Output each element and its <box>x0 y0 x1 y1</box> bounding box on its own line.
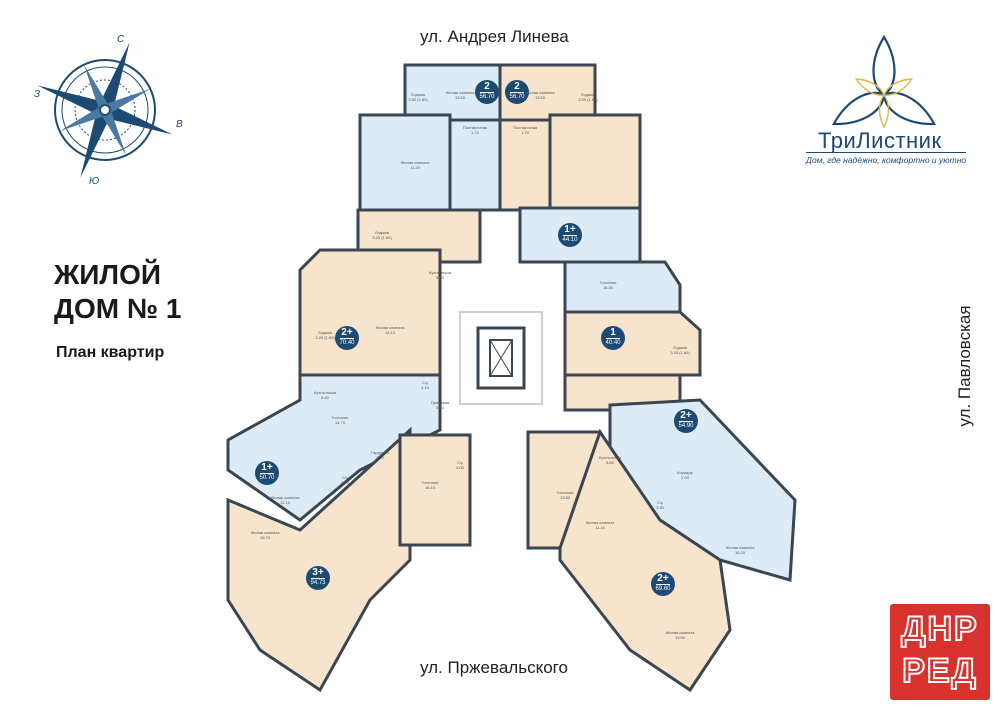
apartment-area[interactable] <box>398 433 472 547</box>
apartment-area[interactable] <box>298 248 442 377</box>
apartment-badge[interactable]: 2+70.40 <box>335 326 359 350</box>
compass-south-label: Ю <box>89 176 100 187</box>
plan-subtitle: План квартир <box>56 344 165 361</box>
apartment-badge[interactable]: 2+54.90 <box>674 409 698 433</box>
compass-rose-icon <box>37 42 173 178</box>
compass-north-label: С <box>117 34 125 45</box>
apartment-area[interactable] <box>226 373 442 522</box>
logo-name: ТриЛистник <box>818 128 942 153</box>
apartment-area[interactable] <box>548 113 642 212</box>
apartment-shapes <box>226 63 797 693</box>
apartment-area[interactable] <box>558 428 732 693</box>
apartment-badge[interactable]: 2+69.60 <box>651 572 675 596</box>
apartment-area[interactable] <box>563 310 702 377</box>
building-title: ЖИЛОЙ ДОМ № 1 <box>54 258 181 326</box>
title-line-2: ДОМ № 1 <box>54 293 182 324</box>
street-bottom: ул. Пржевальского <box>420 658 568 677</box>
compass-west-label: З <box>34 89 41 100</box>
street-top: ул. Андрея Линева <box>420 27 569 46</box>
apartment-badge[interactable]: 1+44.10 <box>558 223 582 247</box>
stair-core <box>459 311 543 405</box>
apartment-badge[interactable]: 1+50.70 <box>255 461 279 485</box>
dnr-red-watermark: ДНР РЕД <box>890 604 990 700</box>
street-right: ул. Павловская <box>955 305 974 427</box>
apartment-area[interactable] <box>563 260 682 314</box>
apartment-badge[interactable]: 3+94.73 <box>306 566 330 590</box>
trilistnik-logo-icon <box>831 34 937 129</box>
title-line-1: ЖИЛОЙ <box>54 259 161 290</box>
logo-tagline: Дом, где надёжно, комфортно и уютно <box>806 152 967 165</box>
compass-east-label: В <box>176 119 183 130</box>
apartment-area[interactable] <box>226 426 412 693</box>
